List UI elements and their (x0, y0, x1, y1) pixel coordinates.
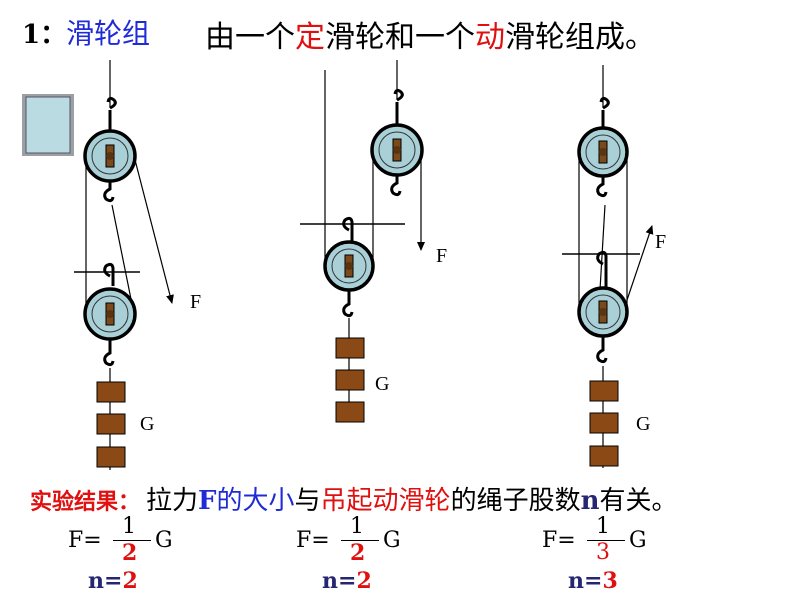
result-part-4: 与 (294, 486, 321, 516)
ceiling-block-icon (22, 94, 74, 156)
formula-3-denominator: 3 (596, 540, 610, 565)
weight-label-3: G (636, 413, 650, 435)
formula-1-numerator: 1 (122, 514, 136, 539)
result-part-2: F (198, 486, 217, 516)
page-title: 由一个定滑轮和一个动滑轮组成。 (205, 12, 655, 56)
formula-3-n: n=3 (568, 568, 618, 594)
experiment-result: 实验结果：拉力F的大小与吊起动滑轮的绳子股数n有关。 (30, 480, 678, 517)
weight-label-1: G (140, 413, 154, 435)
title-text-after: 滑轮组成。 (505, 20, 655, 55)
section-topic: 滑轮组 (66, 17, 151, 50)
formula-3-rhs: G (629, 528, 647, 553)
formula-2-lhs: F= (296, 528, 330, 553)
weight-label-2: G (375, 373, 389, 395)
formula-1-denominator: 2 (122, 540, 138, 566)
result-lead: 实验结果： (30, 489, 141, 515)
result-part-5: 吊起 (320, 486, 373, 516)
formula-1-fraction-bar (113, 540, 151, 541)
section-number: 1： (22, 20, 67, 50)
formula-3-lhs: F= (542, 528, 576, 553)
result-part-1: 拉力 (146, 486, 199, 516)
title-text-mid: 滑轮和一个 (325, 20, 475, 55)
formula-2-numerator: 1 (350, 514, 364, 539)
result-part-8: n (580, 486, 600, 516)
formula-3-numerator: 1 (596, 514, 610, 539)
pulley-setup-2: F G (300, 60, 447, 423)
force-label-2: F (436, 245, 447, 267)
formula-2-rhs: G (383, 528, 401, 553)
force-label-1: F (190, 291, 201, 313)
result-part-3: 的大小 (216, 486, 295, 516)
result-part-6: 动滑轮 (372, 486, 451, 516)
title-highlight-fixed: 定 (295, 20, 325, 55)
formula-2-n: n=2 (322, 568, 372, 594)
formula-1-n: n=2 (88, 568, 138, 594)
title-text-before: 由一个 (205, 20, 295, 55)
formula-2-fraction-bar (341, 540, 379, 541)
pulley-setup-1: F G (74, 60, 201, 470)
result-part-9: 有关。 (599, 486, 678, 516)
formula-2-denominator: 2 (350, 540, 366, 566)
formula-1-lhs: F= (68, 528, 102, 553)
formula-3-fraction-bar (587, 540, 625, 541)
force-label-3: F (655, 231, 666, 253)
formula-1-rhs: G (155, 528, 173, 553)
pulley-setup-3: F G (562, 65, 666, 468)
result-part-7: 的绳子股数 (450, 486, 581, 516)
title-highlight-movable: 动 (475, 20, 505, 55)
